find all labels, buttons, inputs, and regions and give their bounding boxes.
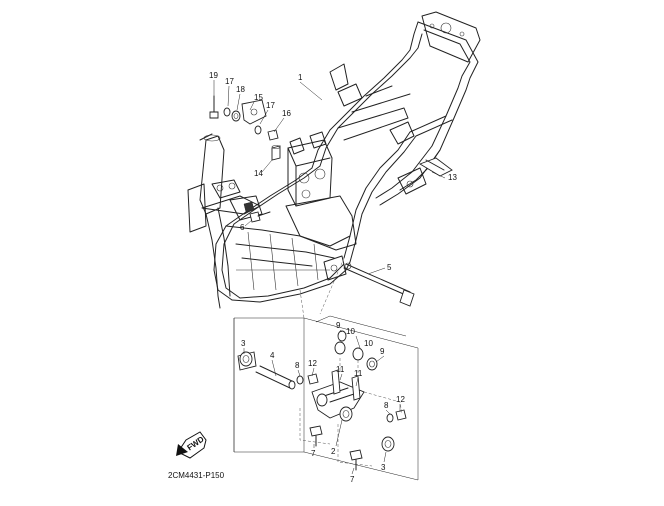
- callout-7: 7: [311, 449, 316, 458]
- callout-11: 11: [354, 369, 363, 378]
- callout-9: 9: [380, 347, 385, 356]
- callout-7: 7: [350, 475, 355, 484]
- callout-4: 4: [270, 351, 275, 360]
- callout-17: 17: [266, 101, 275, 110]
- callout-6: 6: [240, 223, 245, 232]
- callout-8: 8: [384, 401, 389, 410]
- callout-17: 17: [225, 77, 234, 86]
- part-13-bracket: [418, 157, 453, 177]
- callout-10: 10: [364, 339, 373, 348]
- callout-15: 15: [254, 93, 263, 102]
- callout-12: 12: [308, 359, 317, 368]
- callout-1: 1: [298, 73, 303, 82]
- part-5-long-bolt: [343, 262, 415, 307]
- callouts: 1 19 17 18 15 17 16 14 6 13 5 3 4 8 12 9…: [209, 71, 457, 484]
- callout-19: 19: [209, 71, 218, 80]
- callout-5: 5: [387, 263, 392, 272]
- callout-9: 9: [336, 321, 341, 330]
- drawing-code: 2CM4431-P150: [168, 471, 225, 480]
- callout-2: 2: [331, 447, 336, 456]
- main-frame: [187, 11, 481, 309]
- lower-assembly-guides: [233, 257, 419, 481]
- fwd-arrow-icon: FWD: [176, 431, 207, 459]
- callout-14: 14: [254, 169, 263, 178]
- leader-lines: [213, 80, 446, 475]
- top-bracket-hardware: [209, 95, 281, 161]
- part-6-bolt: [249, 211, 271, 223]
- callout-18: 18: [236, 85, 245, 94]
- callout-11: 11: [336, 365, 345, 374]
- callout-13: 13: [448, 173, 457, 182]
- pivot-parts: [237, 330, 407, 471]
- callout-10: 10: [346, 327, 355, 336]
- callout-16: 16: [282, 109, 291, 118]
- callout-3: 3: [241, 339, 246, 348]
- callout-12: 12: [396, 395, 405, 404]
- callout-8: 8: [295, 361, 300, 370]
- callout-3: 3: [381, 463, 386, 472]
